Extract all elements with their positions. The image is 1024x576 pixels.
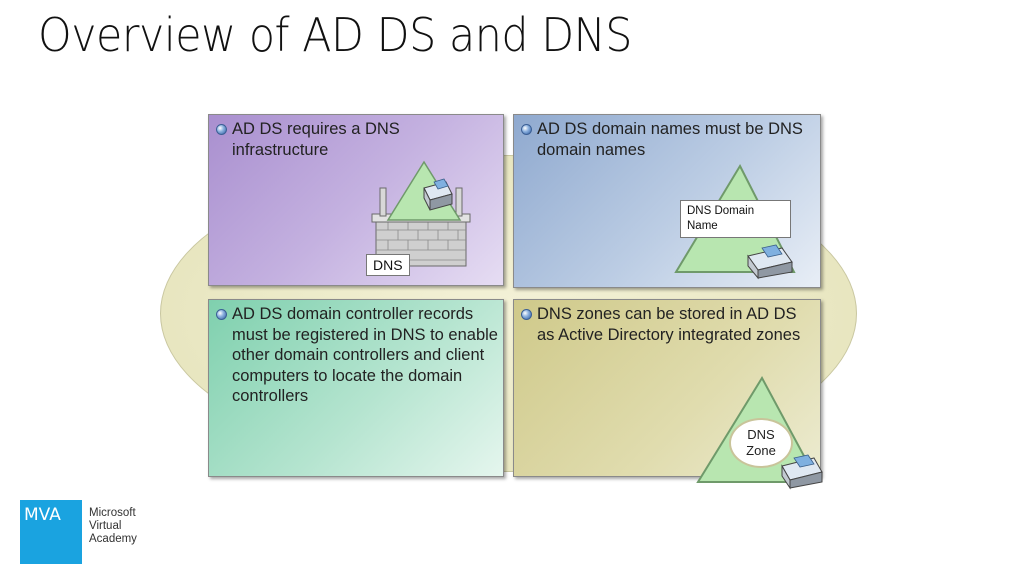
bullet-text: AD DS domain names must be DNS domain na… bbox=[537, 120, 803, 159]
logo-line: Microsoft bbox=[89, 507, 136, 519]
bullet-text: AD DS requires a DNS infrastructure bbox=[232, 120, 400, 159]
dns-zone-badge: DNS Zone bbox=[729, 418, 793, 468]
bullet-dns-zones: DNS zones can be stored in AD DS as Acti… bbox=[521, 304, 811, 345]
slide-title: Overview of AD DS and DNS bbox=[38, 8, 632, 62]
bullet-text: AD DS domain controller records must be … bbox=[232, 305, 498, 405]
label-line: DNS Domain bbox=[687, 205, 755, 217]
logo-line: Virtual bbox=[89, 520, 122, 532]
dns-tag-label: DNS bbox=[366, 254, 410, 276]
mva-logo: MVA bbox=[20, 500, 82, 564]
bullet-dns-infrastructure: AD DS requires a DNS infrastructure bbox=[216, 119, 486, 160]
zone-line: Zone bbox=[746, 443, 776, 458]
bullet-icon bbox=[216, 124, 227, 135]
zone-line: DNS bbox=[747, 427, 775, 442]
bullet-icon bbox=[521, 309, 532, 320]
label-line: Name bbox=[687, 220, 718, 232]
logo-line: Academy bbox=[89, 533, 137, 545]
bullet-dc-records: AD DS domain controller records must be … bbox=[216, 304, 498, 407]
bullet-icon bbox=[521, 124, 532, 135]
mva-logo-mark: MVA bbox=[24, 505, 61, 525]
dns-server-castle-icon bbox=[371, 160, 471, 267]
dns-domain-name-label: DNS Domain Name bbox=[680, 200, 791, 238]
bullet-domain-names: AD DS domain names must be DNS domain na… bbox=[521, 119, 806, 160]
bullet-text: DNS zones can be stored in AD DS as Acti… bbox=[537, 305, 801, 344]
mva-logo-text: Microsoft Virtual Academy bbox=[89, 507, 137, 546]
bullet-icon bbox=[216, 309, 227, 320]
panel-dc-records bbox=[208, 299, 504, 477]
